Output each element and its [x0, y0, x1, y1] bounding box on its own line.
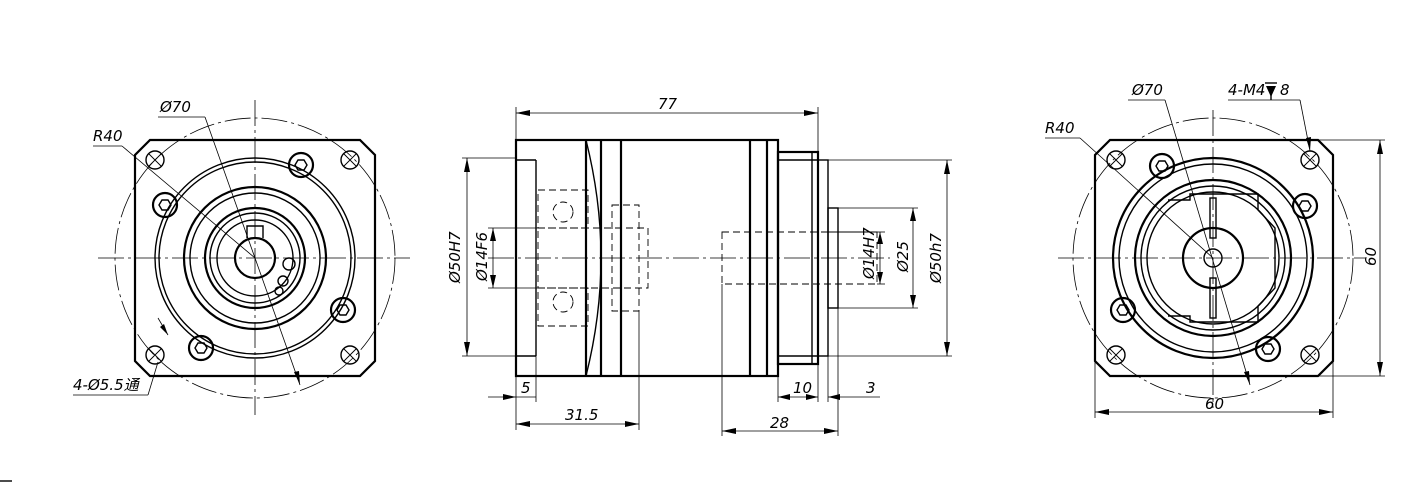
side-length-label: 77: [658, 95, 678, 113]
side-dim-28: 28: [770, 414, 789, 432]
side-output-pilot-label: Ø50h7: [927, 233, 945, 284]
left-holes-label: 4-Ø5.5通: [73, 376, 141, 394]
right-width-label: 60: [1205, 395, 1224, 413]
left-pcd-label: Ø70: [159, 98, 191, 116]
left-view: [73, 100, 410, 415]
right-thread-label: 4-M4: [1228, 81, 1265, 99]
side-dim-10: 10: [793, 379, 812, 397]
side-output-shaft-label: Ø14H7: [860, 227, 878, 280]
side-dim-5: 5: [521, 379, 531, 397]
right-thread-depth: 8: [1280, 81, 1290, 99]
side-shaft-body-label: Ø25: [894, 241, 912, 273]
side-dim-3: 3: [866, 379, 876, 397]
right-view: [1045, 99, 1385, 418]
right-radius-label: R40: [1045, 119, 1075, 137]
side-dim-31-5: 31.5: [565, 406, 598, 424]
right-height-label: 60: [1362, 247, 1380, 266]
side-pilot-label: Ø50H7: [446, 231, 464, 284]
right-pcd-label: Ø70: [1131, 81, 1163, 99]
side-view: [462, 107, 952, 436]
side-input-bore-label: Ø14F6: [473, 232, 491, 282]
left-radius-label: R40: [93, 127, 123, 145]
depth-symbol-icon: [1265, 82, 1277, 100]
